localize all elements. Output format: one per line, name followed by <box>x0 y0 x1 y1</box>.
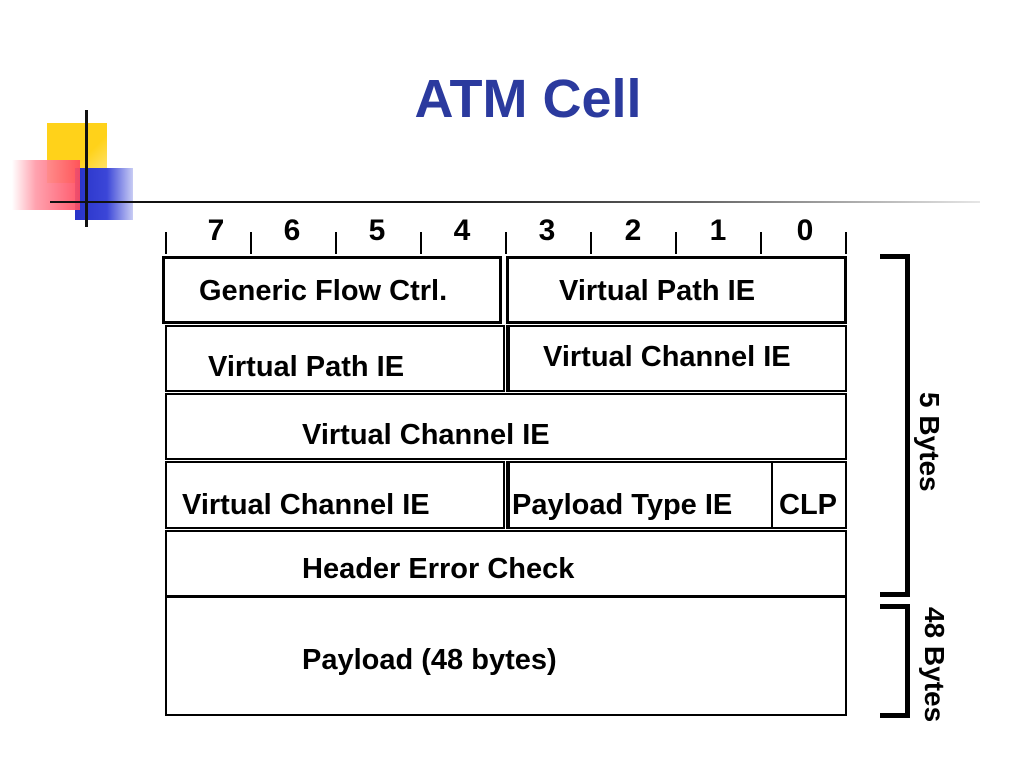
page-title: ATM Cell <box>414 69 642 129</box>
bit-label: 3 <box>538 214 556 247</box>
decorative-blue-square <box>75 168 133 220</box>
bit-label: 0 <box>796 214 814 247</box>
field-label: Virtual Channel IE <box>543 341 791 373</box>
bit-label: 7 <box>207 214 225 247</box>
bit-label: 6 <box>283 214 301 247</box>
bit-tick <box>760 232 762 254</box>
bit-tick <box>675 232 677 254</box>
field-label: CLP <box>779 489 837 521</box>
bit-tick <box>165 232 167 254</box>
field-payload: Payload (48 bytes) <box>165 596 847 716</box>
field-label: Generic Flow Ctrl. <box>199 275 448 307</box>
field-label: Virtual Path IE <box>208 351 405 383</box>
field-payload-type: Payload Type IE <box>506 461 773 529</box>
field-generic-flow-control: Generic Flow Ctrl. <box>162 256 502 324</box>
payload-bytes-label: 48 Bytes <box>919 607 950 723</box>
header-bytes-brace <box>880 254 910 597</box>
field-label: Payload (48 bytes) <box>302 644 557 676</box>
field-label: Payload Type IE <box>512 489 733 521</box>
field-label: Virtual Channel IE <box>302 419 550 451</box>
bit-tick <box>250 232 252 254</box>
bit-label: 2 <box>624 214 642 247</box>
bit-tick <box>420 232 422 254</box>
decorative-vertical-line <box>85 110 88 227</box>
header-bytes-label: 5 Bytes <box>914 392 945 492</box>
bit-tick <box>505 232 507 254</box>
payload-bytes-brace <box>880 604 910 718</box>
bit-tick <box>845 232 847 254</box>
field-header-error-check: Header Error Check <box>165 530 847 597</box>
field-virtual-path-1: Virtual Path IE <box>506 256 847 324</box>
field-virtual-path-2: Virtual Path IE <box>165 325 505 392</box>
field-virtual-channel-2: Virtual Channel IE <box>165 393 847 460</box>
bit-label: 4 <box>453 214 471 247</box>
bit-label: 5 <box>368 214 386 247</box>
title-underline <box>50 201 980 203</box>
field-clp: CLP <box>772 461 847 529</box>
bit-tick <box>335 232 337 254</box>
field-label: Virtual Path IE <box>559 275 756 307</box>
field-virtual-channel-1: Virtual Channel IE <box>506 325 847 392</box>
field-virtual-channel-3: Virtual Channel IE <box>165 461 505 529</box>
field-label: Header Error Check <box>302 553 575 585</box>
bit-tick <box>590 232 592 254</box>
bit-label: 1 <box>709 214 727 247</box>
field-label: Virtual Channel IE <box>182 489 430 521</box>
